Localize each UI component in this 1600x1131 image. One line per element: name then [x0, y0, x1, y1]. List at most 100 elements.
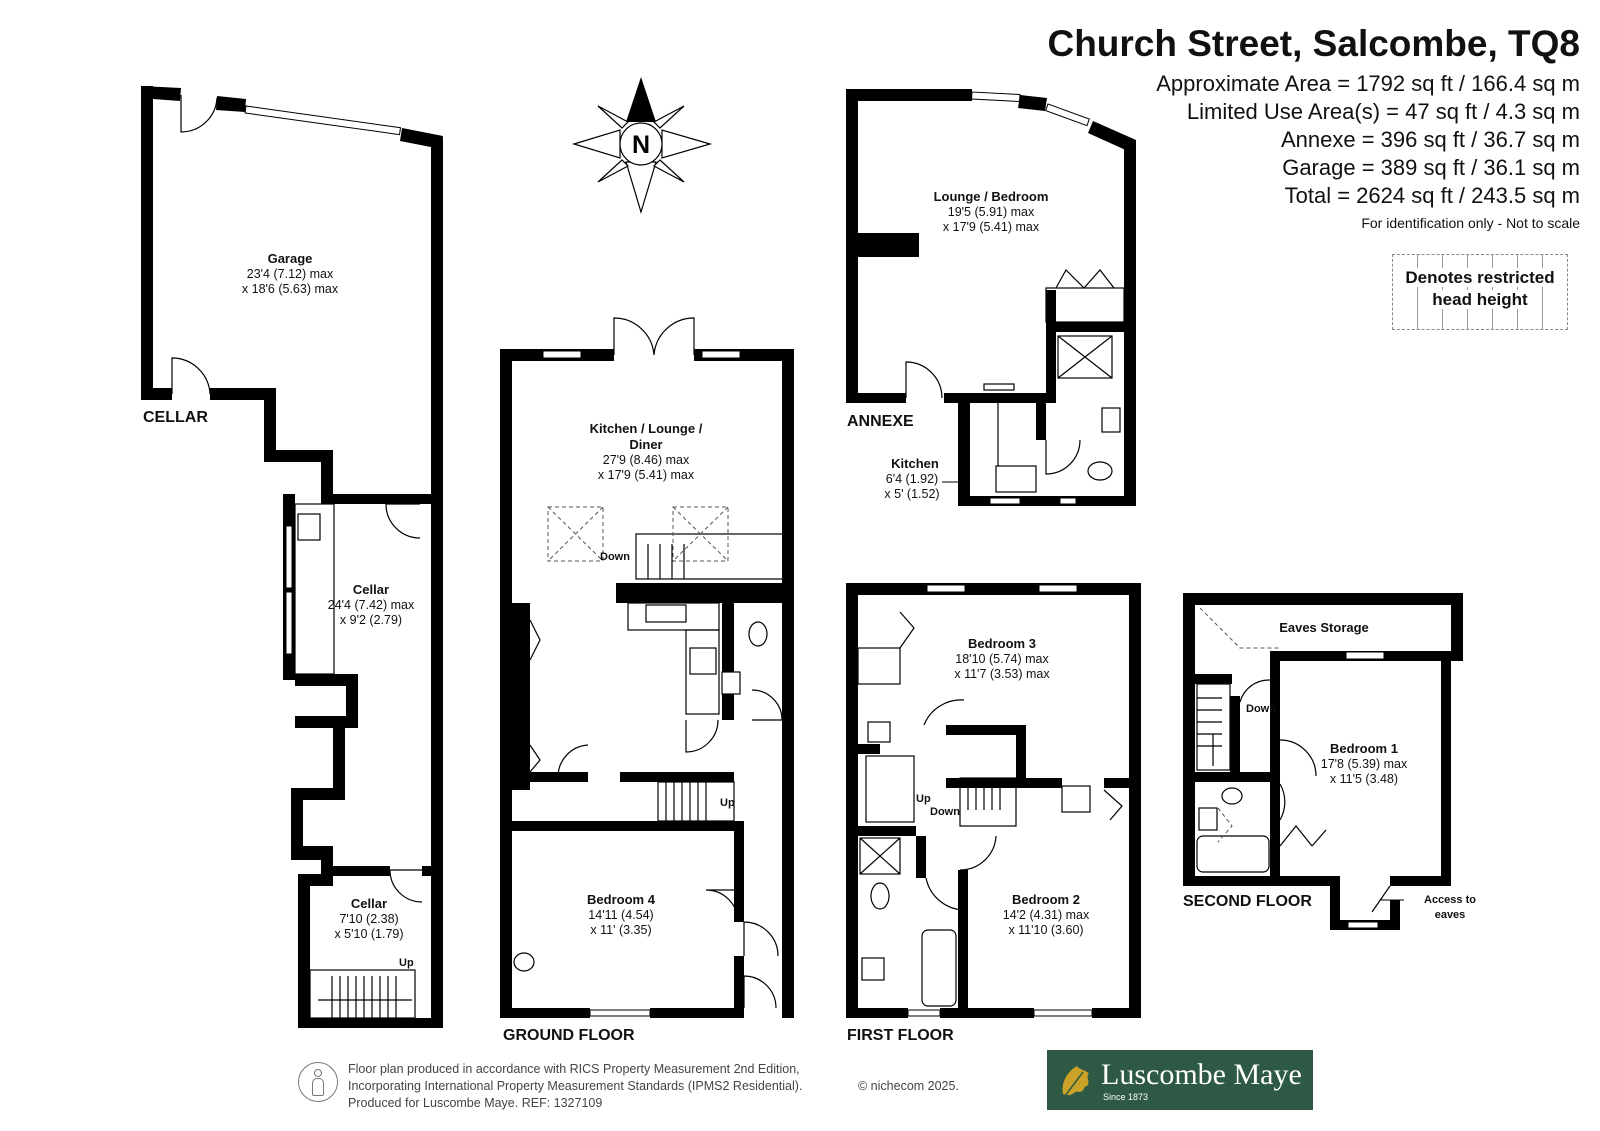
compass-sw — [597, 159, 629, 183]
sf-access-label2: eaves — [1435, 909, 1466, 921]
floor-label-annexe: ANNEXE — [847, 413, 914, 430]
sf-access-label1: Access to — [1424, 894, 1476, 906]
gf-wc-basin — [721, 671, 741, 695]
gf-front-door — [743, 921, 779, 957]
gf-stairs-down — [635, 533, 785, 580]
sf-eaves-name: Eaves Storage — [1279, 620, 1369, 635]
cellar-stairs — [309, 969, 416, 1019]
scale-note: For identification only - Not to scale — [1361, 215, 1580, 231]
annexe-wall-right — [1124, 140, 1136, 506]
gf-window-top-r — [701, 350, 741, 359]
ff-bottom-r — [1092, 1008, 1141, 1018]
annexe-hob — [995, 465, 1037, 493]
annexe-wall-top — [846, 89, 972, 101]
sf-bed1-name: Bedroom 1 — [1330, 741, 1398, 756]
ff-bottom-l — [846, 1008, 908, 1018]
sf-inner-v — [1270, 651, 1280, 876]
ff-basin-bed2 — [1061, 785, 1091, 813]
garage-wall-top-mid — [216, 96, 246, 112]
gf-cupboard-doors — [529, 619, 541, 773]
sf-wardrobe-doors — [1279, 825, 1327, 847]
cellar-window-2 — [285, 591, 293, 655]
gf-hall-wall2 — [620, 772, 734, 782]
sf-window-bay — [1347, 921, 1379, 929]
cellar-divider-r — [422, 866, 431, 876]
ff-bed2-dim2: x 11'10 (3.60) — [1008, 923, 1083, 937]
gf-stairs-up — [657, 781, 735, 822]
garage-dim1: 23'4 (7.12) max — [247, 267, 334, 281]
cellar-main-dim2: x 9'2 (2.79) — [340, 613, 402, 627]
sf-bottom-l — [1183, 876, 1340, 886]
compass-north-label: N — [632, 131, 650, 159]
gf-bed4-name: Bedroom 4 — [587, 892, 656, 907]
sf-basin — [1198, 807, 1218, 831]
gf-wall-left — [500, 349, 512, 1018]
gf-door-3 — [557, 744, 589, 778]
gf-kitchen-dim2: x 17'9 (5.41) max — [598, 468, 695, 482]
ff-cupboard-door — [899, 611, 915, 649]
gf-door-1 — [751, 689, 783, 721]
garage-wall-bottom — [141, 388, 172, 400]
ff-toilet — [870, 882, 890, 910]
sf-door-bath — [1279, 783, 1286, 821]
ff-stair-down-label: Down — [930, 806, 960, 818]
cellar-window-1 — [285, 525, 293, 589]
ff-window-top-r — [1038, 584, 1078, 593]
oak-leaf-icon — [1062, 1066, 1089, 1097]
area-garage: Garage = 389 sq ft / 36.1 sq m — [1282, 155, 1580, 180]
annexe-wardrobe-doors — [1055, 269, 1115, 289]
person-icon — [298, 1062, 338, 1102]
gf-stair-down-label: Down — [600, 551, 630, 563]
cellar-stair-treads — [318, 976, 412, 1018]
ground-floor-plan: Kitchen / Lounge / Diner 27'9 (8.46) max… — [500, 317, 794, 1044]
cellar-main-name: Cellar — [353, 582, 389, 597]
first-floor-plan: Bedroom 3 18'10 (5.74) max x 11'7 (3.53)… — [846, 583, 1141, 1044]
sf-window-top — [1345, 651, 1385, 660]
property-title: Church Street, Salcombe, TQ8 — [1047, 23, 1580, 64]
cellar-small-dim1: 7'10 (2.38) — [339, 912, 398, 926]
cellar-small-name: Cellar — [351, 896, 387, 911]
agency-logo: Luscombe Maye Since 1873 — [1047, 1050, 1313, 1110]
annexe-kitchen-dim1: 6'4 (1.92) — [886, 472, 938, 486]
garage-wall-left — [141, 86, 153, 388]
sf-bed1-dim2: x 11'5 (3.48) — [1330, 772, 1398, 786]
legend-line2: head height — [1430, 290, 1530, 309]
ff-bed2-dim1: 14'2 (4.31) max — [1003, 908, 1090, 922]
compass-nw — [597, 105, 629, 129]
property-header: Church Street, Salcombe, TQ8 Approximate… — [1047, 22, 1580, 234]
ff-wall-top — [846, 583, 1141, 595]
annexe-wardrobe — [1045, 287, 1125, 323]
compass-south-arrow — [625, 161, 657, 215]
cellar-door — [385, 503, 421, 539]
gf-bottom-l — [500, 1008, 590, 1018]
compass-north-arrow — [626, 77, 656, 122]
footer-copyright: © nichecom 2025. — [858, 1079, 959, 1093]
annexe-plan: Lounge / Bedroom 19'5 (5.91) max x 17'9 … — [846, 89, 1136, 506]
ff-cupboard — [857, 647, 901, 685]
gf-kitchen-counter2 — [685, 629, 720, 715]
footer-line2: Incorporating International Property Mea… — [348, 1079, 803, 1093]
annexe-window-bottom — [989, 497, 1021, 505]
annexe-rail — [983, 383, 1015, 391]
gf-door-bed4 — [705, 889, 739, 923]
sf-door-bed1 — [1279, 739, 1317, 777]
footer-disclaimer: Floor plan produced in accordance with R… — [348, 1061, 959, 1112]
ff-bottom-m — [940, 1008, 1034, 1018]
floor-label-ground: GROUND FLOOR — [503, 1027, 635, 1044]
cellar-small-top — [298, 874, 333, 886]
ff-window-top-l — [926, 584, 966, 593]
annexe-chimney — [858, 233, 919, 257]
gf-bottom-r — [650, 1008, 744, 1018]
ff-bed3-inner2 — [1016, 725, 1026, 778]
garage-dim2: x 18'6 (5.63) max — [242, 282, 339, 296]
ff-bath-right2 — [916, 836, 926, 878]
compass-ne — [653, 105, 685, 129]
gf-left-inner — [512, 603, 530, 790]
annexe-kitchen-name: Kitchen — [891, 456, 939, 471]
sf-stair-treads — [1197, 697, 1222, 766]
garage-door-top — [180, 95, 218, 133]
annexe-wall-left — [846, 89, 858, 403]
sf-access-door — [1371, 885, 1391, 913]
annexe-basin — [1101, 407, 1121, 433]
gf-stair-up-label: Up — [720, 797, 735, 809]
